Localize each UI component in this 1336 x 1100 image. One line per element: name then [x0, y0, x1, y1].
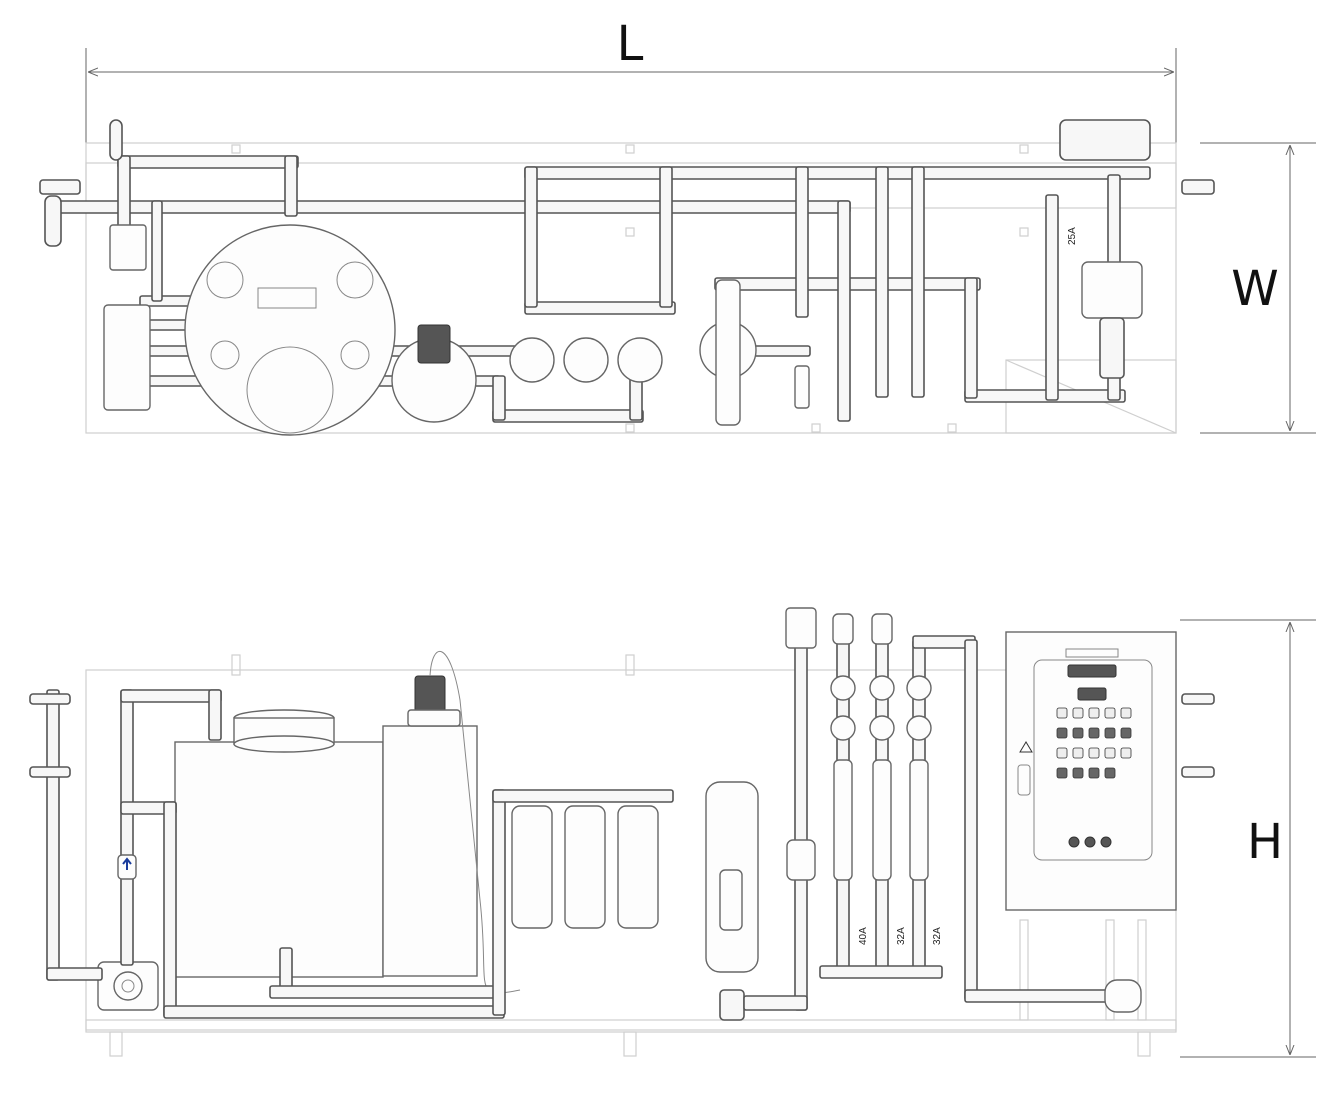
rotameter-3-label: 32A [932, 927, 943, 945]
panel-switch [1120, 727, 1132, 739]
panel-switch [1056, 767, 1068, 779]
panel-switch [1088, 727, 1100, 739]
control-panel-door [1033, 659, 1153, 861]
panel-switch [1104, 727, 1116, 739]
filter-housing-2 [563, 337, 609, 383]
cartridge-filter-3 [617, 805, 659, 929]
feed-pump-top [103, 304, 151, 411]
control-panel [1005, 631, 1177, 911]
panel-switch [1072, 747, 1084, 759]
high-pressure-pump-front [1104, 979, 1142, 1013]
panel-switch [1104, 707, 1116, 719]
panel-switch [1056, 747, 1068, 759]
panel-display [1067, 664, 1117, 678]
cartridge-filter-1 [511, 805, 553, 929]
panel-handle [1017, 764, 1031, 796]
rotameter-1-label: 40A [858, 927, 869, 945]
top-valve-size-label: 25A [1067, 227, 1078, 245]
length-label: L [617, 16, 644, 72]
chemical-tank [382, 725, 478, 977]
rotameter-2: 32A [869, 613, 907, 971]
panel-switch [1120, 747, 1132, 759]
panel-button-grid [1056, 707, 1132, 779]
header-pipe-2 [54, 200, 851, 214]
panel-switch [1072, 727, 1084, 739]
header-pipe-3 [524, 166, 1151, 180]
panel-switch [1104, 747, 1116, 759]
top-view: 25A [39, 119, 1215, 436]
warning-icon [1019, 741, 1033, 753]
rotameter-2-label: 32A [896, 927, 907, 945]
panel-switch [1072, 707, 1084, 719]
high-pressure-pump-top [1081, 261, 1143, 319]
panel-switch [1072, 767, 1084, 779]
raw-water-tank [174, 741, 384, 978]
tank-top-view [184, 224, 396, 436]
width-label: W [1231, 261, 1278, 317]
skid-frame-top [85, 142, 1177, 434]
height-label: H [1247, 814, 1283, 870]
front-view: 40A 32A 32A [29, 607, 1215, 1057]
panel-switch [1088, 707, 1100, 719]
panel-switch [1104, 767, 1116, 779]
panel-switch [1088, 747, 1100, 759]
cartridge-filter-2 [564, 805, 606, 929]
filter-housing-1 [509, 337, 555, 383]
panel-switch [1056, 707, 1068, 719]
flow-arrow-icon [122, 857, 132, 870]
filter-housing-3 [617, 337, 663, 383]
height-dimension: H [1180, 619, 1316, 1058]
width-dimension: W [1200, 142, 1316, 434]
dosing-pump-top [417, 324, 451, 364]
panel-switch [1088, 767, 1100, 779]
dosing-pump-front [414, 675, 446, 713]
header-pipe-1 [117, 155, 299, 169]
rotameter-1: 40A [830, 613, 869, 971]
panel-switch [1120, 707, 1132, 719]
panel-switch [1056, 727, 1068, 739]
length-dimension: L [85, 16, 1177, 150]
